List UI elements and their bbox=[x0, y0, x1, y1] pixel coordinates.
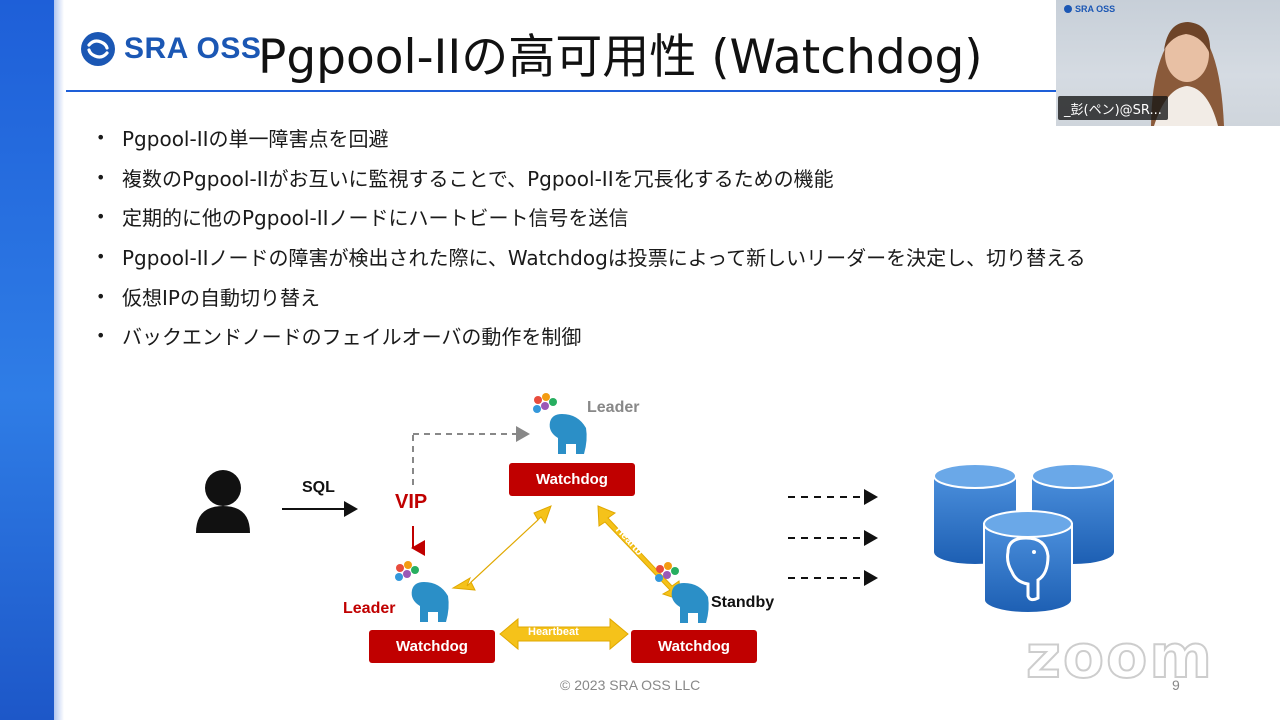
bullet-text: 定期的に他のPgpool-IIノードにハートビート信号を送信 bbox=[122, 206, 629, 231]
watchdog-box-standby: Watchdog bbox=[631, 630, 757, 663]
bullet-text: バックエンドノードのフェイルオーバの動作を制御 bbox=[122, 325, 582, 350]
postgresql-elephant-icon bbox=[1006, 536, 1050, 602]
participant-name-tag: _彭(ペン)@SR... bbox=[1058, 96, 1168, 120]
participant-video-tile[interactable]: SRA OSS _彭(ペン)@SR... bbox=[1056, 0, 1280, 126]
sra-oss-logo-icon bbox=[81, 32, 115, 66]
watchdog-box-leader-left: Watchdog bbox=[369, 630, 495, 663]
logo-text: SRA OSS bbox=[124, 32, 262, 65]
bullet-marker: • bbox=[96, 128, 106, 148]
left-brand-stripe bbox=[0, 0, 54, 720]
bullet-item: • 定期的に他のPgpool-IIノードにハートビート信号を送信 bbox=[96, 197, 1086, 237]
watchdog-box-leader-top: Watchdog bbox=[509, 463, 635, 496]
bullet-text: Pgpool-IIノードの障害が検出された際に、Watchdogは投票によって新… bbox=[122, 246, 1086, 271]
zoom-watermark: zoom bbox=[1025, 621, 1214, 693]
bullet-marker: • bbox=[96, 286, 106, 306]
bullet-text: 複数のPgpool-IIがお互いに監視することで、Pgpool-IIを冗長化する… bbox=[122, 166, 834, 191]
bullet-item: • Pgpool-IIノードの障害が検出された際に、Watchdogは投票によって… bbox=[96, 237, 1086, 277]
sra-oss-small-icon bbox=[1064, 5, 1072, 13]
heartbeat-arrow-bottom bbox=[499, 617, 629, 651]
bullet-item: • 複数のPgpool-IIがお互いに監視することで、Pgpool-IIを冗長化す… bbox=[96, 158, 1086, 198]
bullet-text: 仮想IPの自動切り替え bbox=[122, 285, 320, 310]
pgpool-elephant-icon bbox=[395, 561, 449, 622]
leader-left-label: Leader bbox=[343, 600, 396, 617]
user-icon bbox=[196, 470, 250, 533]
sra-oss-logo: SRA OSS bbox=[80, 31, 261, 67]
left-stripe-shadow bbox=[54, 0, 64, 720]
bullet-list: • Pgpool-IIの単一障害点を回避 • 複数のPgpool-IIがお互いに監視… bbox=[96, 118, 1086, 356]
bullet-marker: • bbox=[96, 167, 106, 187]
video-logo-text: SRA OSS bbox=[1075, 4, 1116, 14]
pgpool-elephant-icon bbox=[655, 562, 709, 623]
video-background-logo: SRA OSS bbox=[1064, 4, 1115, 14]
title-divider bbox=[66, 90, 1280, 92]
vip-label: VIP bbox=[395, 491, 428, 513]
vip-route-arrow bbox=[412, 426, 530, 485]
heartbeat-arrow-left bbox=[451, 505, 552, 591]
database-icon bbox=[983, 510, 1073, 614]
bullet-item: • Pgpool-IIの単一障害点を回避 bbox=[96, 118, 1086, 158]
bullet-item: • 仮想IPの自動切り替え bbox=[96, 276, 1086, 316]
bullet-marker: • bbox=[96, 207, 106, 227]
sql-label: SQL bbox=[302, 479, 335, 496]
bullet-marker: • bbox=[96, 326, 106, 346]
bullet-item: • バックエンドノードのフェイルオーバの動作を制御 bbox=[96, 316, 1086, 356]
participant-avatar bbox=[1151, 22, 1224, 126]
backend-dashed-arrows bbox=[788, 489, 878, 586]
page-number: 9 bbox=[1172, 677, 1180, 693]
bullet-text: Pgpool-IIの単一障害点を回避 bbox=[122, 127, 389, 152]
bullet-marker: • bbox=[96, 247, 106, 267]
slide-title: Pgpool-IIの高可用性 (Watchdog) bbox=[258, 30, 983, 85]
slide-footer: © 2023 SRA OSS LLC bbox=[560, 677, 701, 693]
pgpool-elephant-icon bbox=[533, 393, 587, 454]
standby-label: Standby bbox=[711, 594, 775, 611]
heartbeat-label-bottom: Heartbeat bbox=[528, 626, 579, 638]
leader-top-label: Leader bbox=[587, 399, 640, 416]
